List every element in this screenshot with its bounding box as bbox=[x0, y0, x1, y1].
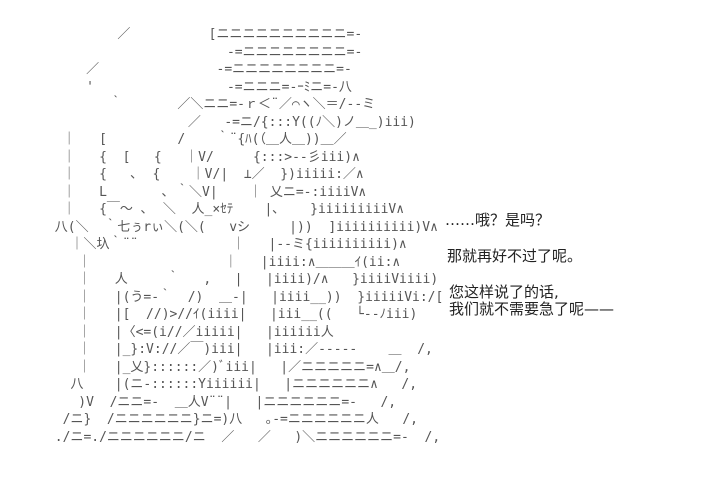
ascii-art-line: 八 |(ニ-::::::Yiiiiii| |ニニニニニニ∧ /, bbox=[0, 377, 418, 392]
dialogue-line-4: 我们就不需要急了呢—— bbox=[449, 300, 615, 318]
ascii-art-line: /ニ} /ニニニニニニ}ニ=)八 ｡-=ニニニニニニ人 /, bbox=[0, 412, 418, 427]
ascii-art-line: ｜ { ､ { ｜V/| ⊥／ })iiiii:／∧ bbox=[0, 167, 364, 182]
ascii-art-line: ｜ 人 ｀ , | |iiii)/∧ }iiiiViiii) bbox=[0, 272, 439, 287]
ascii-art-line: 八(＼ ｀七ぅrぃ＼(＼( vシ |)) ]iiiiiiiiii)V∧ bbox=[0, 219, 438, 235]
ascii-art-line: ｜ |〈<=(i//／iiiii| |iiiiii人 bbox=[0, 324, 334, 340]
ascii-art-line: )V /ニニ=- ＿人V¨¨| |ニニニニニニ=- /, bbox=[0, 394, 397, 410]
dialogue-line-3: 您这样说了的话, bbox=[449, 283, 559, 301]
ascii-art-line: ｜ ｜ |iiii:∧＿＿＿ｲ(ii:∧ bbox=[0, 254, 401, 270]
ascii-art-line: ./ニ=./ニニニニニニ/ニ ／ ／ )＼ニニニニニニ=- /, bbox=[0, 429, 441, 445]
ascii-art-line: ｜ |_}:V://／￣)iii| |iii:／----- ＿ /, bbox=[0, 342, 433, 357]
ascii-art-line: ／ [ニニニニニニニニニニ=- bbox=[0, 27, 363, 42]
ascii-art-line: ／ -=ニ/{:::Y((ﾉ＼)ノ＿_)iii) bbox=[0, 114, 416, 130]
ascii-art-line: ' -=ニニニ=-ｰﾐニ=-八 bbox=[0, 79, 352, 95]
ascii-art-line: ｜ [ / ｀¨{ﾊ(（＿人＿))＿／ bbox=[0, 132, 347, 147]
ascii-art-line: ｜ |_乂}::::::／)ﾞiii| |／ニニニニニ=∧＿/, bbox=[0, 359, 411, 375]
ascii-art-line: -=ニニニニニニニニ=- bbox=[0, 44, 363, 60]
ascii-art-line: ｜ {￣～ ､ ＼ 人_×ｾﾃ |､ }iiiiiiiiiV∧ bbox=[0, 202, 405, 217]
ascii-art-line: ｜ |(う=-｀ /) ＿-| |iiii__)) }iiiiiVi:/[ bbox=[0, 289, 444, 305]
ascii-art-line: ｀ ／＼ニニ=-ｒ＜¨／⌒ヽ＼＝/--ミ bbox=[0, 97, 376, 112]
ascii-art-line: ｜ { [ { ｜V/ {:::>--彡iii)∧ bbox=[0, 149, 360, 165]
ascii-art-line: ｜＼圦｀¨¨ ｜ |--ミ{iiiiiiiiii)∧ bbox=[0, 237, 407, 252]
ascii-art-line: ／ -=ニニニニニニニニ=- bbox=[0, 62, 352, 77]
ascii-art-line: ｜ L ､ ｀＼V| ｜ 乂ニ=-:iiiiV∧ bbox=[0, 184, 367, 200]
ascii-art-line: ｜ |[ //)>//ｲ(iiii| |iii__(( └--ﾉiii) bbox=[0, 307, 418, 322]
dialogue-line-2: 那就再好不过了呢。 bbox=[447, 247, 583, 265]
dialogue-line-1: ……哦？是吗？ bbox=[445, 211, 551, 229]
ascii-art: ／ [ニニニニニニニニニニ=- -=ニニニニニニニニ=- ／ -=ニニニニニニニ… bbox=[0, 26, 444, 446]
